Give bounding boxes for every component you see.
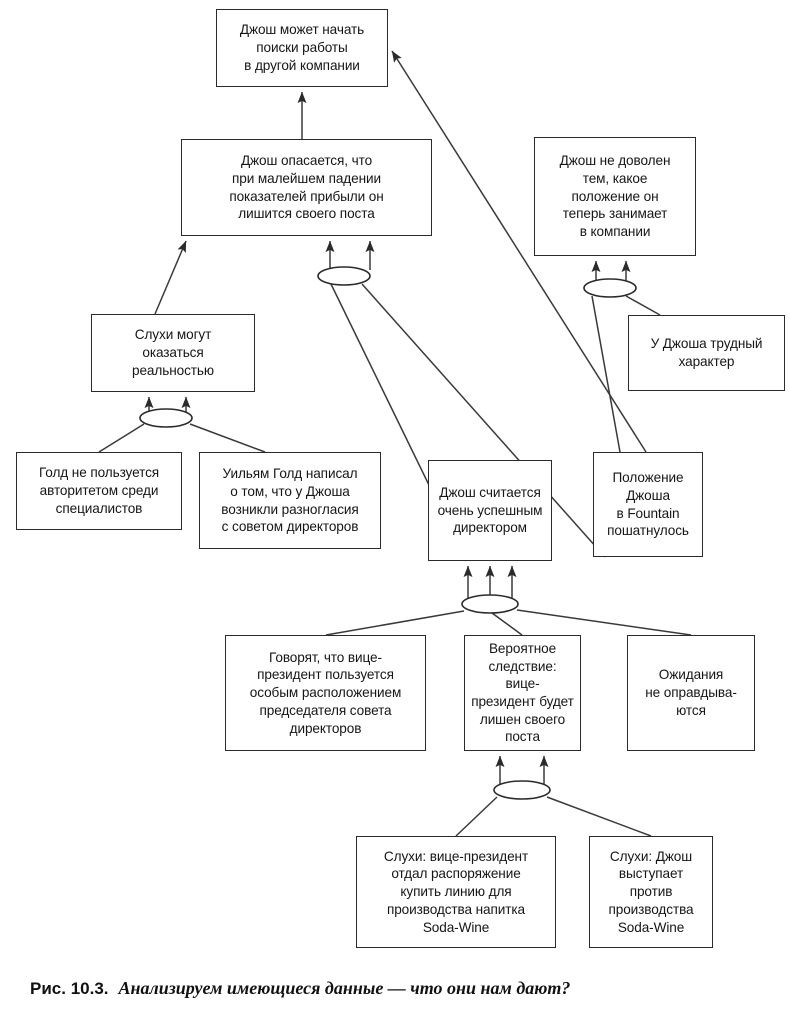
node-box[interactable]: Джош опасается, что при малейшем падении… bbox=[181, 139, 432, 236]
edge-n7-to-c3 bbox=[189, 423, 266, 453]
edge-n5-to-c2 bbox=[625, 295, 661, 316]
edge-n10-to-c4 bbox=[325, 610, 465, 636]
edge-n12-to-c4 bbox=[516, 609, 692, 636]
figure-caption-label: Рис. 10.3. bbox=[30, 979, 109, 998]
node-box[interactable]: Ожидания не оправдыва- ются bbox=[627, 635, 755, 751]
edge-n13-to-c5 bbox=[455, 796, 498, 837]
node-box[interactable]: Слухи: вице-президент отдал распоряжение… bbox=[356, 836, 556, 948]
figure-caption: Рис. 10.3. Анализируем имеющиеся данные —… bbox=[30, 978, 770, 999]
node-box[interactable]: Уильям Голд написал о том, что у Джоша в… bbox=[199, 452, 381, 549]
and-connector-ellipse bbox=[493, 780, 551, 800]
node-box[interactable]: Джош не доволен тем, какое положение он … bbox=[534, 137, 696, 256]
figure-caption-text: Анализируем имеющиеся данные — что они н… bbox=[118, 978, 571, 998]
node-box[interactable]: У Джоша трудный характер bbox=[628, 315, 785, 391]
node-box[interactable]: Голд не пользуется авторитетом среди спе… bbox=[16, 452, 182, 530]
edge-n4-to-n2 bbox=[154, 240, 187, 315]
and-connector-ellipse bbox=[461, 594, 519, 614]
and-connector-ellipse bbox=[583, 278, 637, 298]
edge-n6-to-c3 bbox=[98, 423, 145, 453]
and-connector-ellipse bbox=[139, 408, 193, 428]
node-box[interactable]: Положение Джоша в Fountain пошатнулось bbox=[593, 452, 703, 557]
node-box[interactable]: Джош считается очень успешным директором bbox=[428, 460, 552, 561]
and-connector-ellipse bbox=[317, 266, 371, 286]
edge-n14-to-c5 bbox=[546, 796, 652, 837]
node-box[interactable]: Джош может начать поиски работы в другой… bbox=[216, 9, 388, 87]
node-box[interactable]: Вероятное следствие: вице- президент буд… bbox=[464, 635, 581, 751]
node-box[interactable]: Слухи могут оказаться реальностью bbox=[91, 314, 255, 392]
node-box[interactable]: Слухи: Джош выступает против производств… bbox=[589, 836, 713, 948]
edge-n11-to-c4 bbox=[491, 612, 523, 636]
node-box[interactable]: Говорят, что вице- президент пользуется … bbox=[225, 635, 426, 751]
edge-n9-to-c2 bbox=[591, 295, 621, 453]
